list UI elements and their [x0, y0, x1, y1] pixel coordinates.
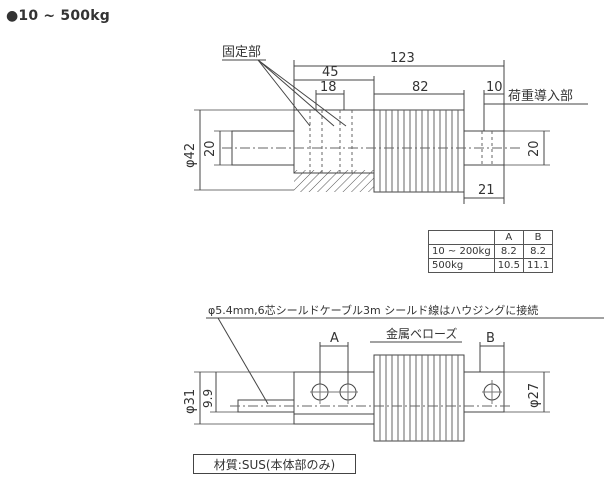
spec-range: 10 ~ 200kg: [428, 244, 495, 259]
dim-shaft-left: 20: [203, 140, 218, 157]
spec-a-value: 10.5: [493, 258, 524, 273]
hidden-lines: [309, 110, 493, 173]
base-bracket: [293, 371, 375, 415]
bottom-bellows-ribs: [379, 355, 459, 441]
fixed-block: [293, 109, 375, 174]
spec-header-a: A: [493, 230, 524, 245]
spec-range: 500kg: [428, 258, 495, 273]
bottom-view: [194, 317, 604, 442]
bellows-body: [373, 109, 465, 193]
bottom-right-block: [463, 371, 505, 413]
spec-table: A B 10 ~ 200kg 8.2 8.2 500kg 10.5 11.1: [428, 230, 554, 273]
dim-tip-length: 10: [486, 80, 503, 95]
bellows-ribs: [379, 110, 459, 192]
dim-a-label: A: [330, 331, 339, 346]
table-row: 10 ~ 200kg 8.2 8.2: [428, 244, 554, 259]
spec-table-header: A B: [428, 230, 554, 245]
load-input-label: 荷重導入部: [508, 88, 573, 104]
base-foot: [293, 413, 375, 425]
dim-inner-length: 18: [320, 80, 337, 95]
dim-offset-left: 9.9: [201, 389, 215, 408]
section-heading: ●10 ~ 500kg: [6, 8, 110, 24]
dim-overall-length: 123: [390, 51, 415, 66]
bellows-label: 金属ベローズ: [386, 326, 457, 341]
fixed-part-label: 固定部: [222, 45, 261, 60]
spec-b-value: 11.1: [522, 258, 554, 273]
cable-note: φ5.4mm,6芯シールドケーブル3m シールド線はハウジングに接続: [208, 303, 538, 317]
fixed-hatch-area: [294, 170, 374, 192]
dim-fixed-length: 45: [322, 65, 339, 80]
dim-shaft-right: 20: [527, 140, 542, 157]
spec-header-empty: [428, 230, 495, 245]
top-view: [194, 59, 588, 204]
spec-b-value: 8.2: [522, 244, 554, 259]
dim-outer-diameter: φ42: [183, 143, 198, 168]
material-note: 材質:SUS(本体部のみ): [193, 454, 356, 474]
spec-a-value: 8.2: [493, 244, 524, 259]
dim-height-left: φ31: [183, 389, 198, 414]
bottom-bellows: [373, 354, 465, 442]
dim-b-label: B: [486, 331, 495, 346]
table-row: 500kg 10.5 11.1: [428, 258, 554, 273]
dim-bellows-length: 82: [412, 80, 429, 95]
dim-right-section: 21: [478, 183, 495, 198]
spec-header-b: B: [522, 230, 554, 245]
dim-height-right: φ27: [527, 383, 542, 408]
